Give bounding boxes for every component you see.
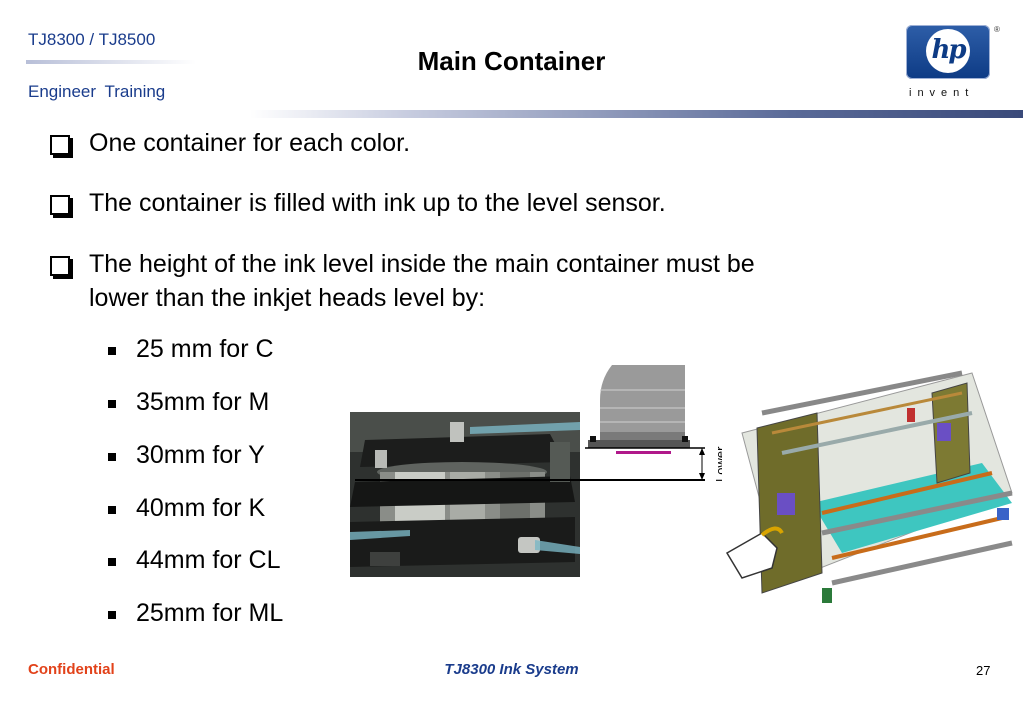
bullet-text: lower than the inkjet heads level by: <box>89 284 486 312</box>
hp-logo-circle <box>926 29 970 73</box>
bullet-text: The height of the ink level inside the m… <box>89 250 755 278</box>
footer-title: TJ8300 Ink System <box>444 661 579 678</box>
sub-bullet-text: 44mm for CL <box>136 546 281 574</box>
printer-frame-illustration <box>722 353 1020 621</box>
sub-bullet-text: 30mm for Y <box>136 441 265 469</box>
hp-logo-registered: ® <box>994 25 1000 34</box>
sub-bullet-text: 40mm for K <box>136 494 266 522</box>
level-diagram <box>350 360 730 540</box>
checkbox-bullet-icon <box>50 195 70 215</box>
confidential-label: Confidential <box>28 661 115 678</box>
header-model: TJ8300 / TJ8500 <box>28 30 156 49</box>
square-bullet-icon <box>108 558 116 566</box>
square-bullet-icon <box>108 453 116 461</box>
hp-logo: hp ® invent <box>906 25 1000 101</box>
container-photo <box>350 412 580 577</box>
bullet-text: The container is filled with ink up to t… <box>89 189 666 217</box>
sub-bullet-text: 25 mm for C <box>136 335 274 363</box>
bullet-text: One container for each color. <box>89 129 411 157</box>
square-bullet-icon <box>108 506 116 514</box>
hp-logo-text: hp <box>931 35 966 65</box>
header-divider <box>26 60 196 64</box>
square-bullet-icon <box>108 400 116 408</box>
header-subtitle: Engineer Training <box>28 82 166 101</box>
slide-title: Main Container <box>417 46 606 76</box>
sub-bullet-text: 35mm for M <box>136 388 270 416</box>
square-bullet-icon <box>108 347 116 355</box>
square-bullet-icon <box>108 611 116 619</box>
hp-logo-tagline: invent <box>909 87 975 99</box>
checkbox-bullet-icon <box>50 256 70 276</box>
page-number: 27 <box>976 663 991 678</box>
sub-bullet-text: 25mm for ML <box>136 599 284 627</box>
title-underline <box>250 110 1023 118</box>
level-reference-line <box>355 479 700 481</box>
checkbox-bullet-icon <box>50 135 70 155</box>
